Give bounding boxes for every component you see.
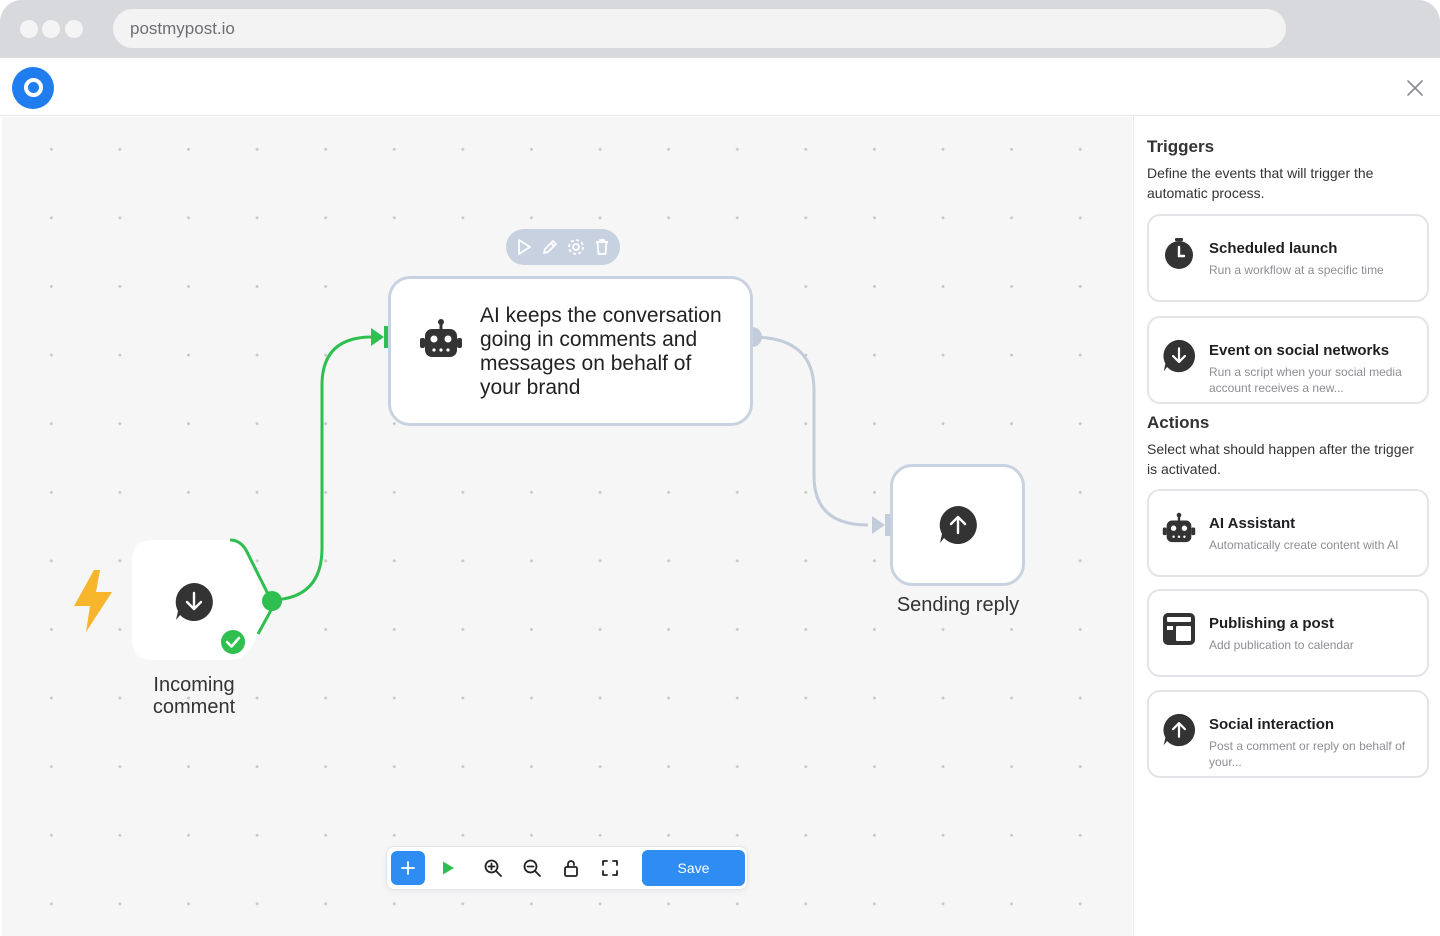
canvas-toolbar: Save	[386, 846, 748, 890]
triggers-description: Define the events that will trigger the …	[1147, 165, 1374, 201]
node-reply-label: Sending reply	[896, 594, 1020, 616]
trigger-scheduled-launch[interactable]: Scheduled launch Run a workflow at a spe…	[1147, 214, 1429, 302]
node-sending-reply[interactable]	[890, 464, 1025, 586]
input-port-reply[interactable]	[885, 514, 892, 536]
connector-arrow-gray	[872, 516, 885, 534]
address-bar-url: postmypost.io	[130, 19, 235, 38]
card-description: Automatically create content with AI	[1209, 538, 1399, 552]
window-dot-close[interactable]	[20, 20, 38, 38]
card-title: Event on social networks	[1209, 342, 1390, 359]
actions-title: Actions	[1147, 413, 1210, 432]
card-title: AI Assistant	[1209, 515, 1296, 532]
clock-icon	[1162, 237, 1196, 271]
play-icon[interactable]	[514, 237, 534, 257]
gear-icon[interactable]	[566, 237, 586, 257]
address-bar[interactable]: postmypost.io	[113, 9, 1286, 48]
zoom-in-button[interactable]	[478, 853, 508, 883]
fullscreen-button[interactable]	[595, 853, 625, 883]
fullscreen-icon	[600, 858, 620, 878]
card-description: Run a workflow at a specific time	[1209, 263, 1384, 277]
zoom-out-icon	[522, 858, 542, 878]
card-description: Run a script when your social media acco…	[1209, 365, 1402, 395]
window-dot-maximize[interactable]	[65, 20, 83, 38]
zoom-in-icon	[483, 858, 503, 878]
actions-description: Select what should happen after the trig…	[1147, 441, 1414, 477]
node-toolbar	[506, 229, 620, 265]
card-title: Publishing a post	[1209, 615, 1335, 632]
card-description: Post a comment or reply on behalf of you…	[1209, 739, 1406, 769]
node-ai-assistant[interactable]: AI keeps the conversation going in comme…	[388, 276, 753, 426]
download-chat-icon	[1162, 339, 1196, 373]
connector-incoming-to-ai	[272, 335, 373, 602]
app-header	[0, 58, 1440, 116]
node-ai-text: AI keeps the conversation going in comme…	[480, 304, 722, 399]
card-description: Add publication to calendar	[1209, 638, 1354, 652]
check-badge-icon	[219, 628, 247, 656]
plus-icon	[400, 860, 416, 876]
robot-icon	[1162, 512, 1196, 546]
zoom-out-button[interactable]	[517, 853, 547, 883]
robot-icon	[419, 318, 463, 362]
connector-arrow-green	[371, 328, 384, 346]
browser-chrome: postmypost.io	[0, 0, 1440, 58]
save-button[interactable]: Save	[642, 850, 745, 886]
lock-icon	[561, 858, 581, 878]
close-icon[interactable]	[1403, 76, 1427, 100]
output-port-incoming[interactable]	[261, 590, 283, 612]
trash-icon[interactable]	[592, 237, 612, 257]
node-incoming-comment[interactable]	[130, 538, 280, 663]
action-ai-assistant[interactable]: AI Assistant Automatically create conten…	[1147, 489, 1429, 577]
pencil-icon[interactable]	[540, 237, 560, 257]
window-dot-minimize[interactable]	[42, 20, 60, 38]
run-button[interactable]	[433, 853, 463, 883]
upload-chat-icon	[938, 505, 978, 545]
triggers-title: Triggers	[1147, 137, 1215, 156]
postmypost-logo[interactable]	[12, 67, 54, 109]
calendar-icon	[1162, 612, 1196, 646]
lock-button[interactable]	[556, 853, 586, 883]
upload-chat-icon	[1162, 713, 1196, 747]
lightning-icon	[70, 570, 114, 632]
card-title: Social interaction	[1209, 716, 1335, 733]
node-incoming-label: Incoming comment	[152, 674, 236, 718]
download-chat-icon	[174, 582, 214, 622]
trigger-event-social-networks[interactable]: Event on social networks Run a script wh…	[1147, 316, 1429, 404]
connector-ai-to-reply	[751, 335, 869, 527]
action-social-interaction[interactable]: Social interaction Post a comment or rep…	[1147, 690, 1429, 778]
card-title: Scheduled launch	[1209, 240, 1338, 257]
action-publishing-post[interactable]: Publishing a post Add publication to cal…	[1147, 589, 1429, 677]
sidebar: Triggers Define the events that will tri…	[1133, 117, 1440, 936]
add-node-button[interactable]	[391, 851, 425, 885]
run-icon	[440, 860, 456, 876]
